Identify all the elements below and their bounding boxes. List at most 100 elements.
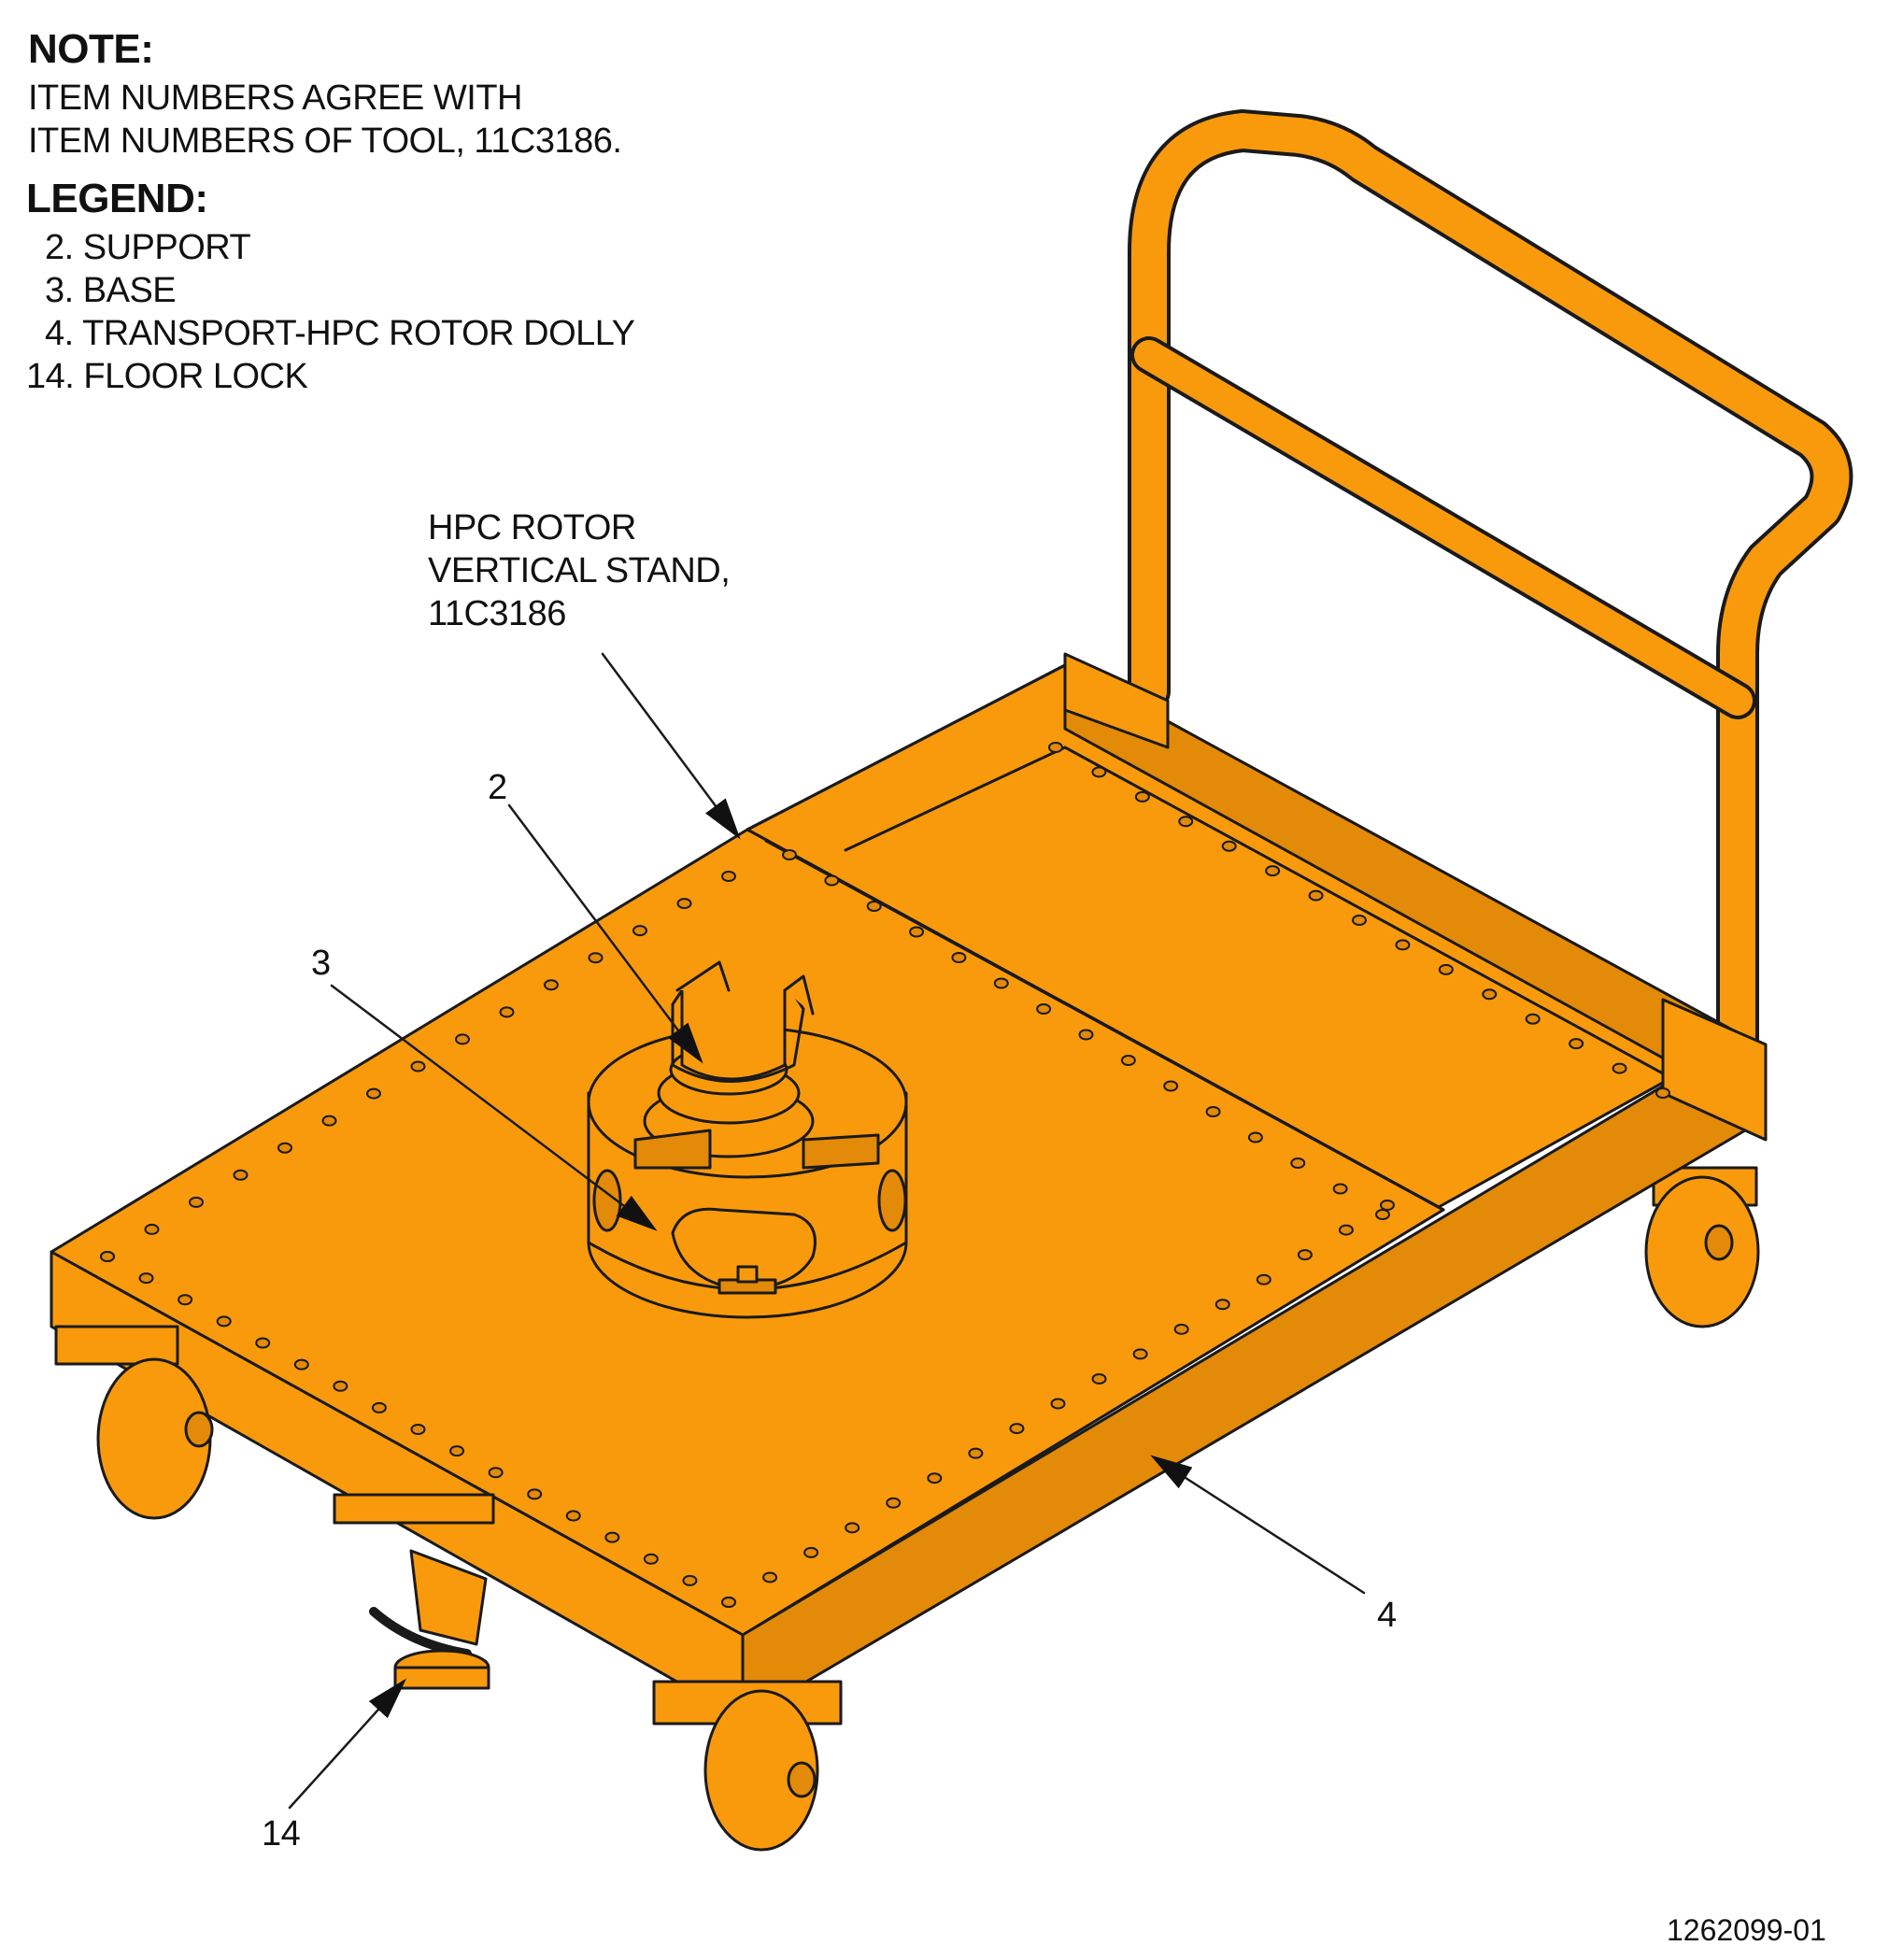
floor-lock (333, 1493, 495, 1690)
rivet (886, 1497, 902, 1509)
rivet (321, 1115, 337, 1127)
rivet (371, 1401, 387, 1413)
legend-item-support: 2. SUPPORT (45, 226, 251, 269)
rivet (762, 1571, 778, 1584)
legend-item-label: SUPPORT (82, 228, 251, 267)
note-line-1: ITEM NUMBERS AGREE WITH (28, 78, 522, 118)
rivet (1265, 865, 1281, 877)
rivet (1612, 1062, 1627, 1074)
rivet (1048, 742, 1063, 753)
rivet (410, 1424, 426, 1435)
rivet (1482, 988, 1498, 1001)
rivet (544, 979, 559, 991)
callout-4: 4 (1377, 1596, 1397, 1635)
rivet (1009, 1423, 1025, 1435)
rivet (233, 1169, 249, 1181)
vertical-stand (587, 960, 908, 1319)
callout-14: 14 (262, 1814, 301, 1853)
rivet (1091, 766, 1107, 778)
rivet (1247, 1131, 1263, 1143)
rivet (604, 1531, 620, 1543)
rivet (721, 1597, 736, 1608)
rivet (1438, 963, 1454, 975)
stand-label-line-2: VERTICAL STAND, (428, 551, 731, 590)
rivet (277, 1142, 292, 1154)
rivet (1290, 1158, 1306, 1169)
caster-rear-right (1644, 1166, 1760, 1328)
note-heading: NOTE: (28, 26, 154, 72)
rivet (1352, 915, 1367, 926)
stand-label-line-3: 11C3186 (428, 594, 566, 633)
rivet (951, 952, 967, 963)
rivet (216, 1315, 232, 1328)
rivet (1036, 1003, 1052, 1015)
callout-3: 3 (311, 944, 331, 983)
rivet (866, 901, 882, 912)
rivet (333, 1380, 348, 1392)
rivet (845, 1522, 860, 1534)
rivet (138, 1272, 154, 1285)
rivet (682, 1574, 698, 1586)
rivet (927, 1472, 943, 1484)
rivet (488, 1467, 504, 1479)
rivet (968, 1447, 984, 1459)
legend-item-number: 4. (45, 314, 74, 353)
rivet (366, 1087, 381, 1100)
rivet (1221, 840, 1237, 852)
rivet (721, 871, 736, 882)
rivet (565, 1510, 581, 1522)
stand-label-line-1: HPC ROTOR (428, 508, 636, 547)
rivet (1375, 1209, 1390, 1220)
legend-item-label: BASE (82, 271, 177, 310)
rivet (1395, 939, 1411, 951)
rivet (100, 1251, 115, 1262)
push-handle (1128, 109, 1853, 1068)
rivet (1132, 1348, 1148, 1360)
callout-2: 2 (488, 768, 507, 807)
rivet (909, 926, 925, 938)
rivet (1338, 1224, 1354, 1236)
legend-item-label: FLOOR LOCK (83, 357, 308, 396)
rivet (1525, 1013, 1541, 1025)
rivet (782, 849, 797, 860)
rivet (676, 898, 692, 910)
legend-item-number: 14. (26, 357, 75, 396)
legend-item-dolly: 4. TRANSPORT-HPC ROTOR DOLLY (45, 312, 635, 355)
legend-item-floor-lock: 14. FLOOR LOCK (26, 355, 308, 398)
leader-lines (288, 652, 1366, 1810)
legend-item-base: 3. BASE (45, 269, 177, 312)
rivet (449, 1445, 465, 1457)
rivet (410, 1060, 426, 1072)
rivet (1297, 1249, 1313, 1261)
rivet (1173, 1323, 1189, 1335)
legend-heading: LEGEND: (26, 176, 208, 221)
note-line-2: ITEM NUMBERS OF TOOL, 11C3186. (28, 121, 622, 161)
rivet (1569, 1038, 1584, 1050)
deck-rivets (100, 742, 1670, 1608)
caster-front-left (54, 1325, 214, 1520)
legend-item-number: 3. (45, 271, 74, 310)
rivet (189, 1196, 204, 1208)
rivet (1163, 1080, 1179, 1092)
rivet (824, 874, 840, 887)
rivet (293, 1358, 309, 1371)
rivet (1332, 1183, 1348, 1195)
rivet (993, 977, 1009, 989)
rivet (1178, 816, 1194, 828)
rivet (1380, 1200, 1395, 1211)
rivet (1078, 1029, 1094, 1041)
rivet (1214, 1299, 1230, 1311)
rivet (499, 1006, 515, 1018)
rivet (1050, 1398, 1066, 1410)
caster-front-right (652, 1680, 843, 1852)
rivet (255, 1337, 271, 1349)
rivet (1256, 1273, 1271, 1285)
rivet (455, 1033, 470, 1045)
rivet (178, 1294, 193, 1306)
legend-item-label: TRANSPORT-HPC ROTOR DOLLY (82, 314, 635, 353)
rivet (1134, 790, 1150, 802)
rivet (1655, 1087, 1670, 1099)
rivet (527, 1488, 543, 1500)
